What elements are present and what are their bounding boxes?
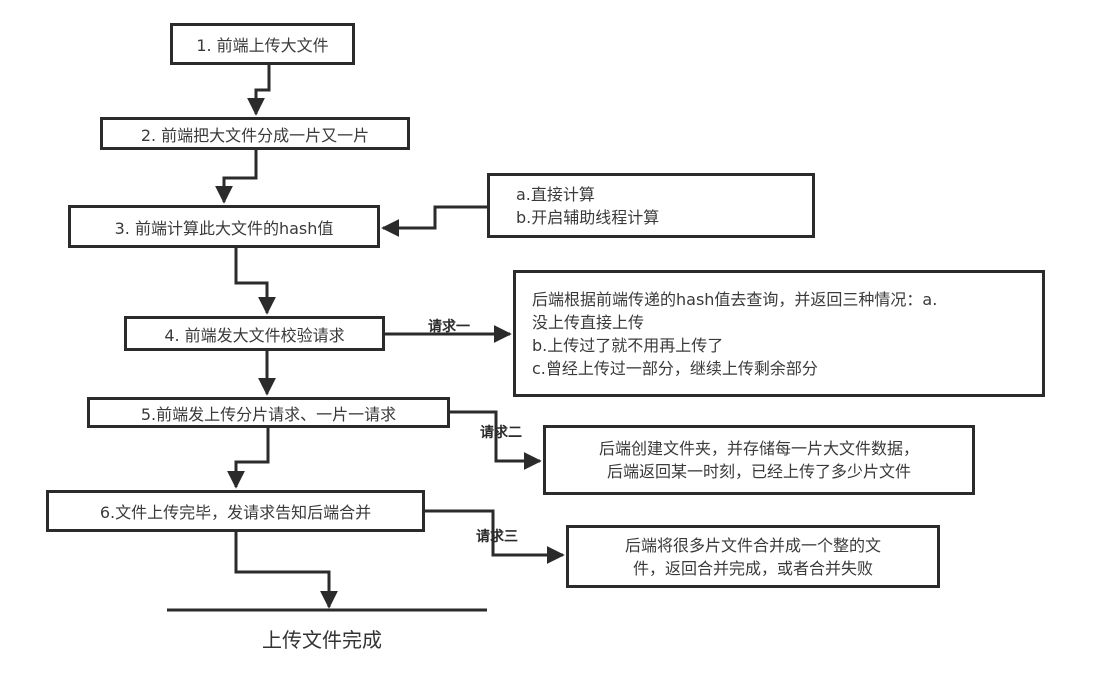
verify-response-note: 后端根据前端传递的hash值去查询，并返回三种情况：a. 没上传直接上传 b.上… <box>513 270 1045 397</box>
request-2-label: 请求二 <box>480 425 522 441</box>
merge-response-note: 后端将很多片文件合并成一个整的文 件，返回合并完成，或者合并失败 <box>566 525 940 588</box>
verify-response-line-2: 没上传直接上传 <box>532 312 645 332</box>
step-5-box: 5.前端发上传分片请求、一片一请求 <box>87 397 450 428</box>
step-3-box: 3. 前端计算此大文件的hash值 <box>68 205 380 248</box>
merge-response-line-2: 件，返回合并完成，或者合并失败 <box>632 558 873 578</box>
chunk-response-line-1: 后端创建文件夹，并存储每一片大文件数据， <box>598 439 919 458</box>
hash-methods-note: a.直接计算 b.开启辅助线程计算 <box>487 173 815 238</box>
step-2-box: 2. 前端把大文件分成一片又一片 <box>100 117 410 150</box>
hash-method-b: b.开启辅助线程计算 <box>516 207 660 227</box>
step-1-box: 1. 前端上传大文件 <box>170 23 355 65</box>
step-3-label: 3. 前端计算此大文件的hash值 <box>114 218 334 238</box>
verify-response-line-3: b.上传过了就不用再上传了 <box>532 335 724 355</box>
arrow-step5-to-step6 <box>227 428 270 489</box>
request-1-label: 请求一 <box>428 319 470 335</box>
step-4-box: 4. 前端发大文件校验请求 <box>124 316 385 351</box>
chunk-response-note: 后端创建文件夹，并存储每一片大文件数据， 后端返回某一时刻，已经上传了多少片文件 <box>543 425 975 495</box>
step-1-label: 1. 前端上传大文件 <box>196 36 329 55</box>
arrow-step1-to-step2 <box>247 65 271 116</box>
hash-method-a: a.直接计算 <box>516 184 595 204</box>
step-6-label: 6.文件上传完毕，发请求告知后端合并 <box>99 503 372 522</box>
merge-response-line-1: 后端将很多片文件合并成一个整的文 <box>624 535 881 555</box>
end-label: 上传文件完成 <box>262 628 382 652</box>
request-3-label: 请求三 <box>476 529 518 545</box>
chunk-response-line-2: 后端返回某一时刻，已经上传了多少片文件 <box>606 462 911 481</box>
arrow-hash-note-to-step3 <box>381 205 487 237</box>
step-2-label: 2. 前端把大文件分成一片又一片 <box>140 125 370 145</box>
arrow-step6-to-end <box>234 532 338 609</box>
step-6-box: 6.文件上传完毕，发请求告知后端合并 <box>46 490 425 532</box>
step-5-label: 5.前端发上传分片请求、一片一请求 <box>140 404 397 424</box>
verify-response-line-1: 后端根据前端传递的hash值去查询，并返回三种情况：a. <box>532 289 938 309</box>
verify-response-line-4: c.曾经上传过一部分，继续上传剩余部分 <box>532 358 818 378</box>
step-4-label: 4. 前端发大文件校验请求 <box>164 325 345 345</box>
arrow-step3-to-step4 <box>234 248 276 315</box>
arrow-step2-to-step3 <box>215 150 258 204</box>
